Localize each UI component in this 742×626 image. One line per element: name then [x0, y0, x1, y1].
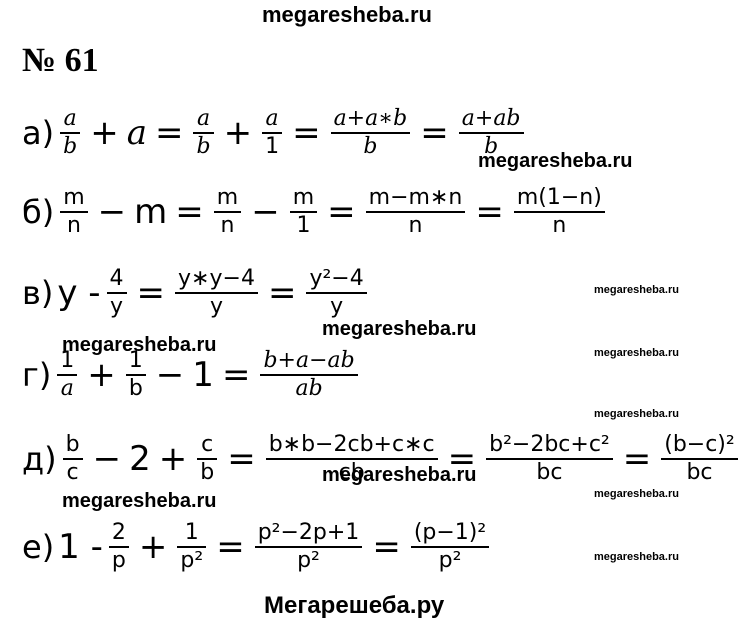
- watermark: megaresheba.ru: [594, 284, 679, 296]
- row-label: в): [22, 274, 54, 312]
- term: 1 -: [58, 527, 103, 567]
- equals-sign: =: [622, 439, 652, 479]
- row-label: а): [22, 114, 55, 152]
- watermark: megaresheba.ru: [322, 318, 477, 340]
- equals-sign: =: [221, 355, 251, 395]
- watermark: megaresheba.ru: [322, 464, 477, 486]
- plus-sign: +: [223, 113, 253, 153]
- row-label: е): [22, 528, 55, 566]
- term: 1: [192, 355, 214, 395]
- term: a: [126, 113, 147, 153]
- row-label: г): [22, 356, 52, 394]
- equals-sign: =: [372, 527, 401, 567]
- watermark: megaresheba.ru: [594, 347, 679, 359]
- term: y -: [57, 273, 101, 313]
- plus-sign: +: [158, 439, 188, 479]
- fraction: m(1−n)n: [513, 185, 605, 239]
- row-label: б): [22, 193, 55, 231]
- watermark: megaresheba.ru: [62, 334, 217, 356]
- watermark: megaresheba.ru: [594, 488, 679, 500]
- equals-sign: =: [154, 113, 184, 153]
- equals-sign: =: [216, 527, 245, 567]
- minus-sign: −: [251, 192, 280, 232]
- equals-sign: =: [475, 192, 504, 232]
- watermark: megaresheba.ru: [478, 150, 633, 172]
- equals-sign: =: [327, 192, 356, 232]
- equals-sign: =: [447, 439, 477, 479]
- footer-watermark: Мегарешеба.ру: [264, 592, 445, 619]
- equals-sign: =: [175, 192, 204, 232]
- watermark: megaresheba.ru: [594, 408, 679, 420]
- equals-sign: =: [292, 113, 321, 153]
- plus-sign: +: [87, 355, 116, 395]
- minus-sign: −: [92, 439, 122, 479]
- equals-sign: =: [227, 439, 256, 479]
- exercise-number: № 61: [22, 42, 99, 79]
- term: m: [134, 192, 168, 232]
- site-header-watermark: megaresheba.ru: [262, 2, 432, 27]
- minus-sign: −: [97, 192, 127, 232]
- plus-sign: +: [138, 527, 168, 567]
- plus-sign: +: [90, 113, 119, 153]
- equals-sign: =: [420, 113, 449, 153]
- row-label: д): [22, 440, 57, 478]
- watermark: megaresheba.ru: [594, 551, 679, 563]
- watermark: megaresheba.ru: [62, 490, 217, 512]
- equals-sign: =: [136, 273, 166, 313]
- minus-sign: −: [155, 355, 185, 395]
- equals-sign: =: [267, 273, 297, 313]
- term: 2: [129, 439, 151, 479]
